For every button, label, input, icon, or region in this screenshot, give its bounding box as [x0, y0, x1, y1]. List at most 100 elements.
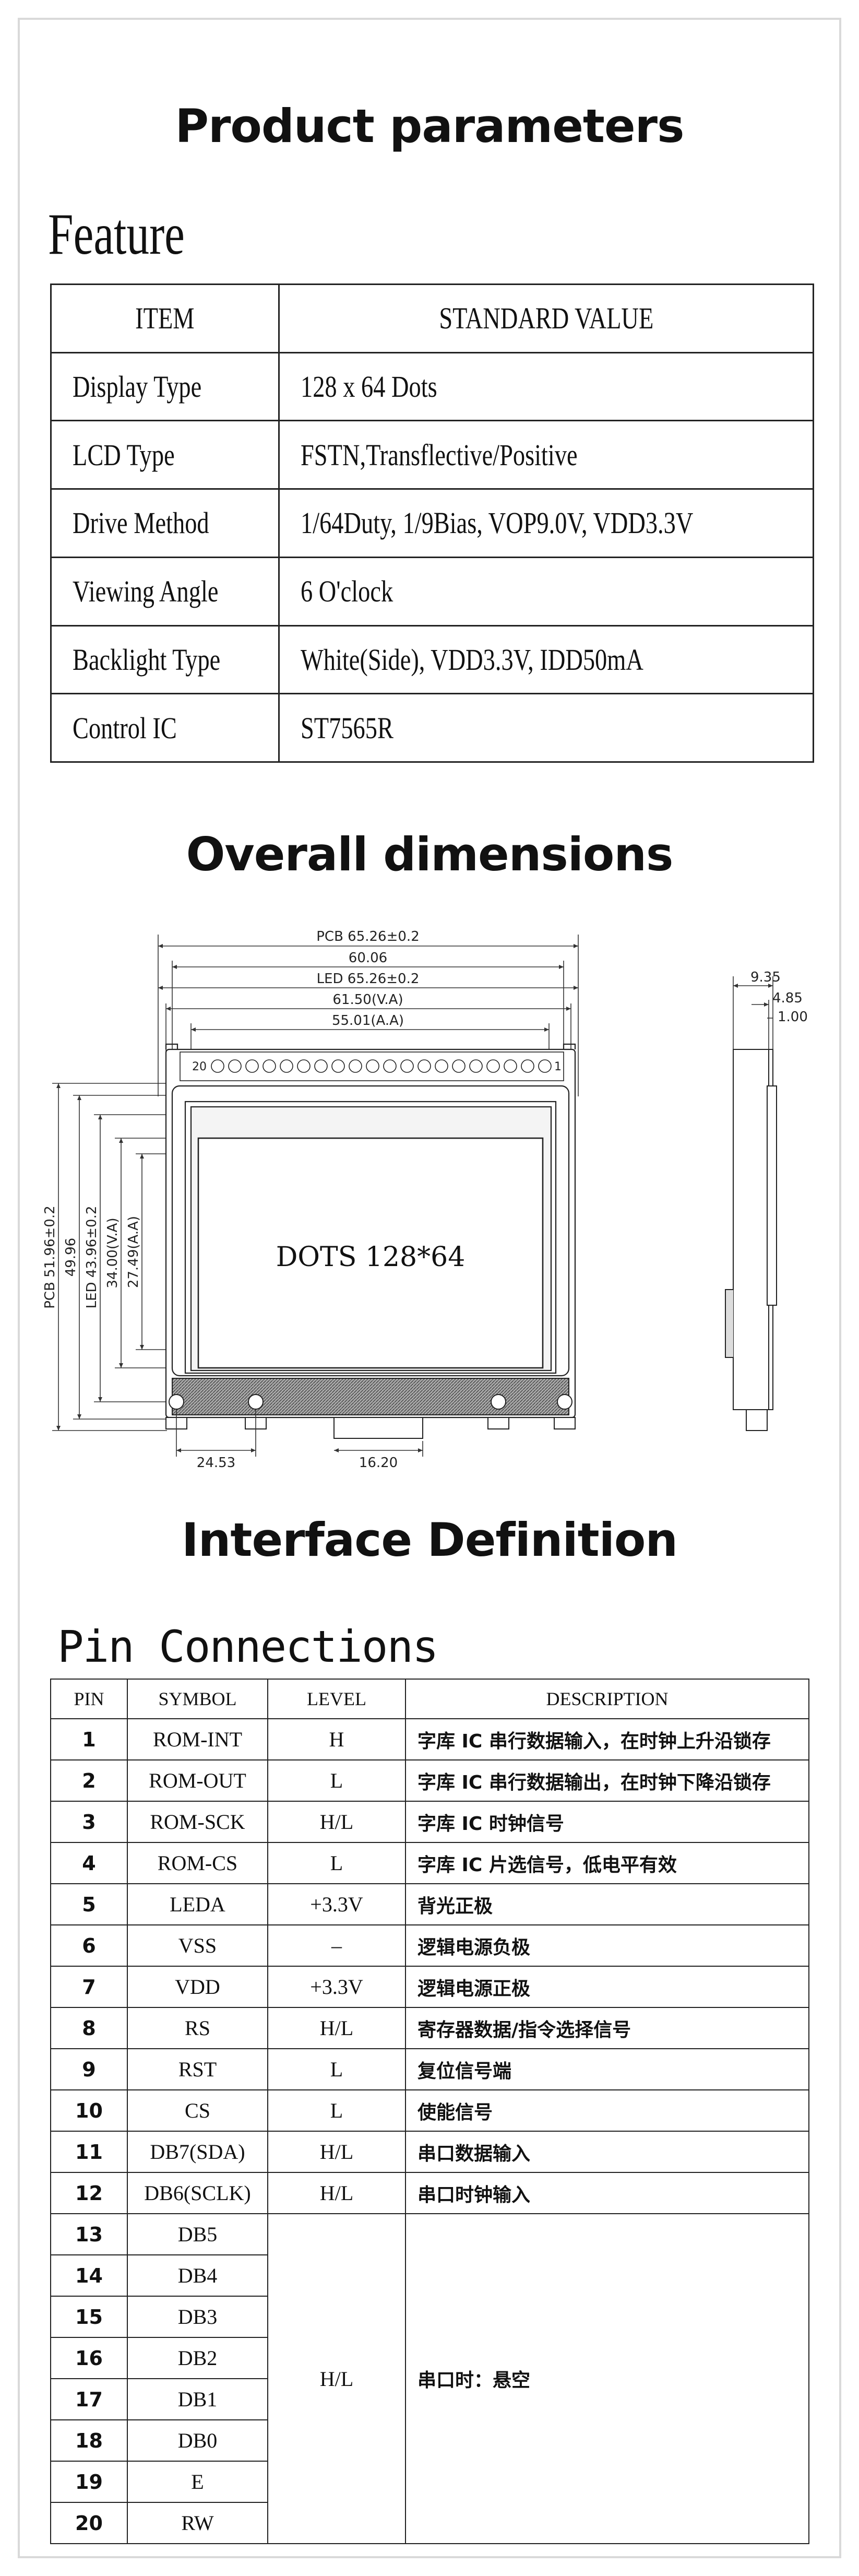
pin-level: H	[267, 1718, 406, 1760]
pin-level: H/L	[267, 2131, 406, 2173]
pin-header-row: PIN SYMBOL LEVEL DESCRIPTION	[50, 1679, 809, 1719]
dim-aa-height: 27.49(A.A)	[126, 1216, 141, 1288]
feature-header-value: STANDARD VALUE	[278, 283, 814, 353]
pin-symbol: LEDA	[127, 1883, 268, 1925]
pin-symbol: VDD	[127, 1966, 268, 2008]
pin-symbol: ROM-SCK	[127, 1801, 268, 1843]
pin-number: 9	[50, 2048, 128, 2090]
table-row: 8 RS H/L 寄存器数据/指令选择信号	[50, 2007, 809, 2049]
dim-width-inner: 60.06	[349, 950, 387, 966]
pin-number: 15	[50, 2296, 128, 2338]
dim-aa-width: 55.01(A.A)	[332, 1013, 404, 1029]
pin-number: 19	[50, 2461, 128, 2503]
pin-symbol: RW	[127, 2502, 268, 2544]
pin-description: 逻辑电源负极	[405, 1924, 809, 1967]
pin-number: 16	[50, 2337, 128, 2379]
table-row: 2 ROM-OUT L 字库 IC 串行数据输出，在时钟下降沿锁存	[50, 1759, 809, 1802]
table-row: Backlight Type White(Side), VDD3.3V, IDD…	[50, 624, 814, 695]
table-row: 3 ROM-SCK H/L 字库 IC 时钟信号	[50, 1801, 809, 1843]
pin-connections-title: Pin Connections	[57, 1621, 439, 1672]
table-row: 20 RW	[50, 2502, 809, 2544]
pin-level: H/L	[267, 2172, 406, 2214]
pin-number: 12	[50, 2172, 128, 2214]
pin-number: 13	[50, 2213, 128, 2255]
table-row: 11 DB7(SDA) H/L 串口数据输入	[50, 2131, 809, 2173]
feature-value: ST7565R	[278, 693, 814, 763]
feature-item: Control IC	[50, 693, 280, 763]
feature-item: Viewing Angle	[50, 556, 280, 627]
pin-number: 1	[50, 1718, 128, 1760]
table-row: Viewing Angle 6 O'clock	[50, 556, 814, 627]
table-row: Display Type 128 x 64 Dots	[50, 351, 814, 422]
table-row: 15 DB3	[50, 2296, 809, 2338]
table-row: 13 DB5 H/L 串口时：悬空	[50, 2213, 809, 2544]
dim-side-total: 9.35	[750, 970, 781, 985]
pin-description: 复位信号端	[405, 2048, 809, 2090]
pin-symbol: DB4	[127, 2254, 268, 2297]
dim-va-width: 61.50(V.A)	[332, 992, 403, 1008]
table-row: 1 ROM-INT H 字库 IC 串行数据输入，在时钟上升沿锁存	[50, 1718, 809, 1760]
table-row: Control IC ST7565R	[50, 693, 814, 763]
pin-symbol: VSS	[127, 1924, 268, 1967]
pin-description: 使能信号	[405, 2089, 809, 2132]
pin-number: 11	[50, 2131, 128, 2173]
dimensions-title: Overall dimensions	[186, 828, 674, 881]
table-row: 12 DB6(SCLK) H/L 串口时钟输入	[50, 2172, 809, 2214]
table-row: 16 DB2	[50, 2337, 809, 2379]
table-row: 19 E	[50, 2461, 809, 2503]
pin-number: 18	[50, 2419, 128, 2462]
pin-number: 20	[50, 2502, 128, 2544]
table-row: 7 VDD +3.3V 逻辑电源正极	[50, 1966, 809, 2008]
feature-value: 6 O'clock	[278, 556, 814, 627]
feature-item: Backlight Type	[50, 624, 280, 695]
pin-number: 5	[50, 1883, 128, 1925]
table-row: 17 DB1	[50, 2378, 809, 2420]
parameters-title: Product parameters	[175, 99, 685, 153]
feature-title: Feature	[48, 202, 185, 267]
feature-value: 128 x 64 Dots	[278, 351, 814, 422]
pin-number: 2	[50, 1759, 128, 1802]
dim-side-pcb: 1.00	[778, 1009, 808, 1025]
side-view	[725, 1049, 777, 1431]
table-row: 14 DB4	[50, 2254, 809, 2297]
pin-symbol: ROM-INT	[127, 1718, 268, 1760]
pin-number: 14	[50, 2254, 128, 2297]
feature-item: LCD Type	[50, 420, 280, 490]
feature-value: FSTN,Transflective/Positive	[278, 420, 814, 490]
pin-description: 字库 IC 时钟信号	[405, 1801, 809, 1843]
table-row: 6 VSS – 逻辑电源负极	[50, 1924, 809, 1967]
feature-table: ITEM STANDARD VALUE Display Type 128 x 6…	[50, 283, 814, 763]
pin-header-level: LEVEL	[267, 1679, 406, 1719]
table-row: Drive Method 1/64Duty, 1/9Bias, VOP9.0V,…	[50, 488, 814, 558]
pin-header-description: DESCRIPTION	[405, 1679, 809, 1719]
feature-value: 1/64Duty, 1/9Bias, VOP9.0V, VDD3.3V	[278, 488, 814, 558]
pin-description: 串口数据输入	[405, 2131, 809, 2173]
pin-symbol: DB7(SDA)	[127, 2131, 268, 2173]
dimension-drawing: PCB 65.26±0.2 60.06 LED 65.26±0.2 61.50(…	[42, 929, 808, 1471]
table-row: LCD Type FSTN,Transflective/Positive	[50, 420, 814, 490]
pin-level: +3.3V	[267, 1883, 406, 1925]
table-row: 9 RST L 复位信号端	[50, 2048, 809, 2090]
pin-description: 字库 IC 片选信号，低电平有效	[405, 1842, 809, 1884]
dim-bottom-left: 24.53	[197, 1455, 235, 1471]
pin-number: 6	[50, 1924, 128, 1967]
pin-symbol: RS	[127, 2007, 268, 2049]
pin-symbol: DB6(SCLK)	[127, 2172, 268, 2214]
pin-symbol: E	[127, 2461, 268, 2503]
pin-table: PIN SYMBOL LEVEL DESCRIPTION 1 ROM-INT H…	[50, 1679, 809, 2544]
pin-description: 字库 IC 串行数据输出，在时钟下降沿锁存	[405, 1759, 809, 1802]
pin-label-last: 1	[554, 1060, 562, 1073]
feature-header-row: ITEM STANDARD VALUE	[50, 283, 814, 353]
table-row: 10 CS L 使能信号	[50, 2089, 809, 2132]
table-row: 18 DB0	[50, 2419, 809, 2462]
pin-number: 3	[50, 1801, 128, 1843]
table-row: 4 ROM-CS L 字库 IC 片选信号，低电平有效	[50, 1842, 809, 1884]
pin-symbol: RST	[127, 2048, 268, 2090]
dim-side-mid: 4.85	[772, 990, 803, 1006]
display-dots-label: DOTS 128*64	[276, 1242, 466, 1273]
pin-description: 字库 IC 串行数据输入，在时钟上升沿锁存	[405, 1718, 809, 1760]
pin-level: H/L	[267, 2007, 406, 2049]
pin-description: 背光正极	[405, 1883, 809, 1925]
pin-symbol: DB1	[127, 2378, 268, 2420]
pin-description: 串口时钟输入	[405, 2172, 809, 2214]
